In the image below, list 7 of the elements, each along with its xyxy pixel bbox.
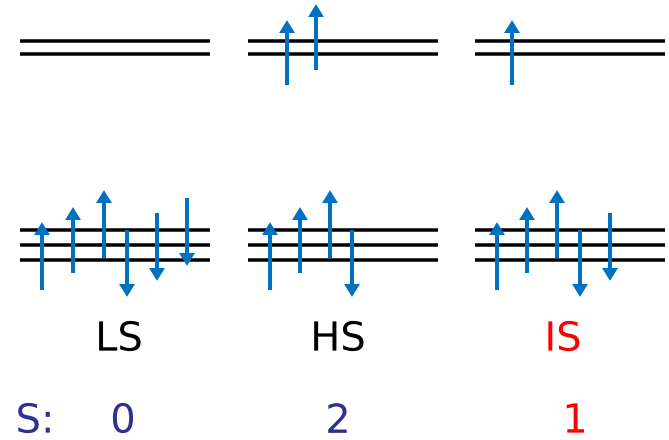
- state-label: IS: [548, 320, 580, 352]
- spin-value: 2: [328, 403, 347, 433]
- spin-value: 1: [566, 403, 584, 433]
- state-label: LS: [99, 320, 141, 352]
- state-label: HS: [314, 320, 364, 352]
- spin-label: S:: [18, 402, 50, 434]
- spin-value: 0: [112, 402, 134, 434]
